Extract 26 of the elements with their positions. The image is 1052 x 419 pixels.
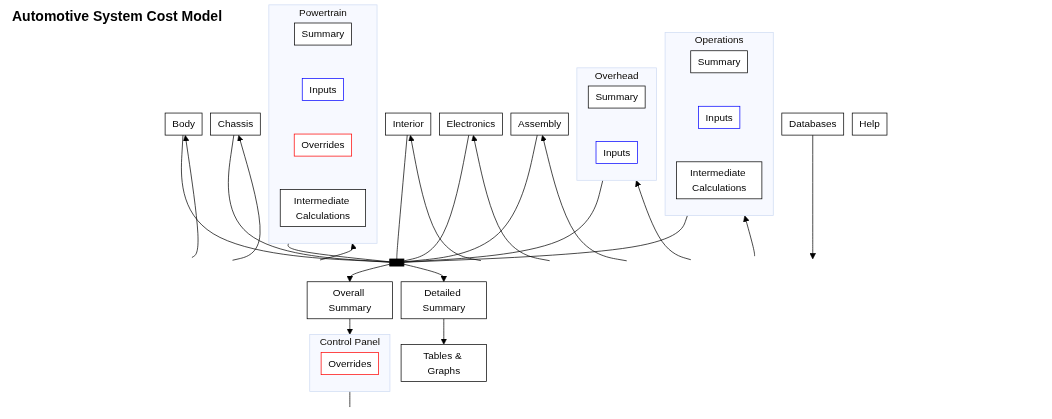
node-box: Chassis xyxy=(210,112,261,136)
node-box: Help xyxy=(851,112,888,136)
node-box: Interior xyxy=(385,112,432,136)
diagram-title: Automotive System Cost Model xyxy=(12,8,223,24)
node-box: Body xyxy=(164,112,203,136)
node-box: Inputs xyxy=(698,105,741,129)
node-box: Detailed Summary xyxy=(400,281,487,320)
node-box: Inputs xyxy=(301,78,344,101)
node-box: Overall Summary xyxy=(306,281,393,320)
connector xyxy=(403,215,688,263)
node-box: Inputs xyxy=(595,141,638,164)
node-box: Electronics xyxy=(438,112,503,136)
node-box: Databases xyxy=(781,112,844,136)
node-box: Tables & Graphs xyxy=(400,344,487,382)
node-box: Summary xyxy=(587,85,646,109)
node-box: Summary xyxy=(690,50,748,74)
node-box: Intermediate Calculations xyxy=(279,189,366,227)
node-box: Overrides xyxy=(320,352,379,375)
node-bar xyxy=(389,258,405,267)
node-box: Overrides xyxy=(293,133,352,157)
node-box: Intermediate Calculations xyxy=(676,161,763,200)
node-box: Summary xyxy=(294,22,352,46)
connector xyxy=(396,134,408,260)
connector xyxy=(403,179,604,263)
node-box: Assembly xyxy=(510,112,569,136)
connector xyxy=(403,134,470,262)
